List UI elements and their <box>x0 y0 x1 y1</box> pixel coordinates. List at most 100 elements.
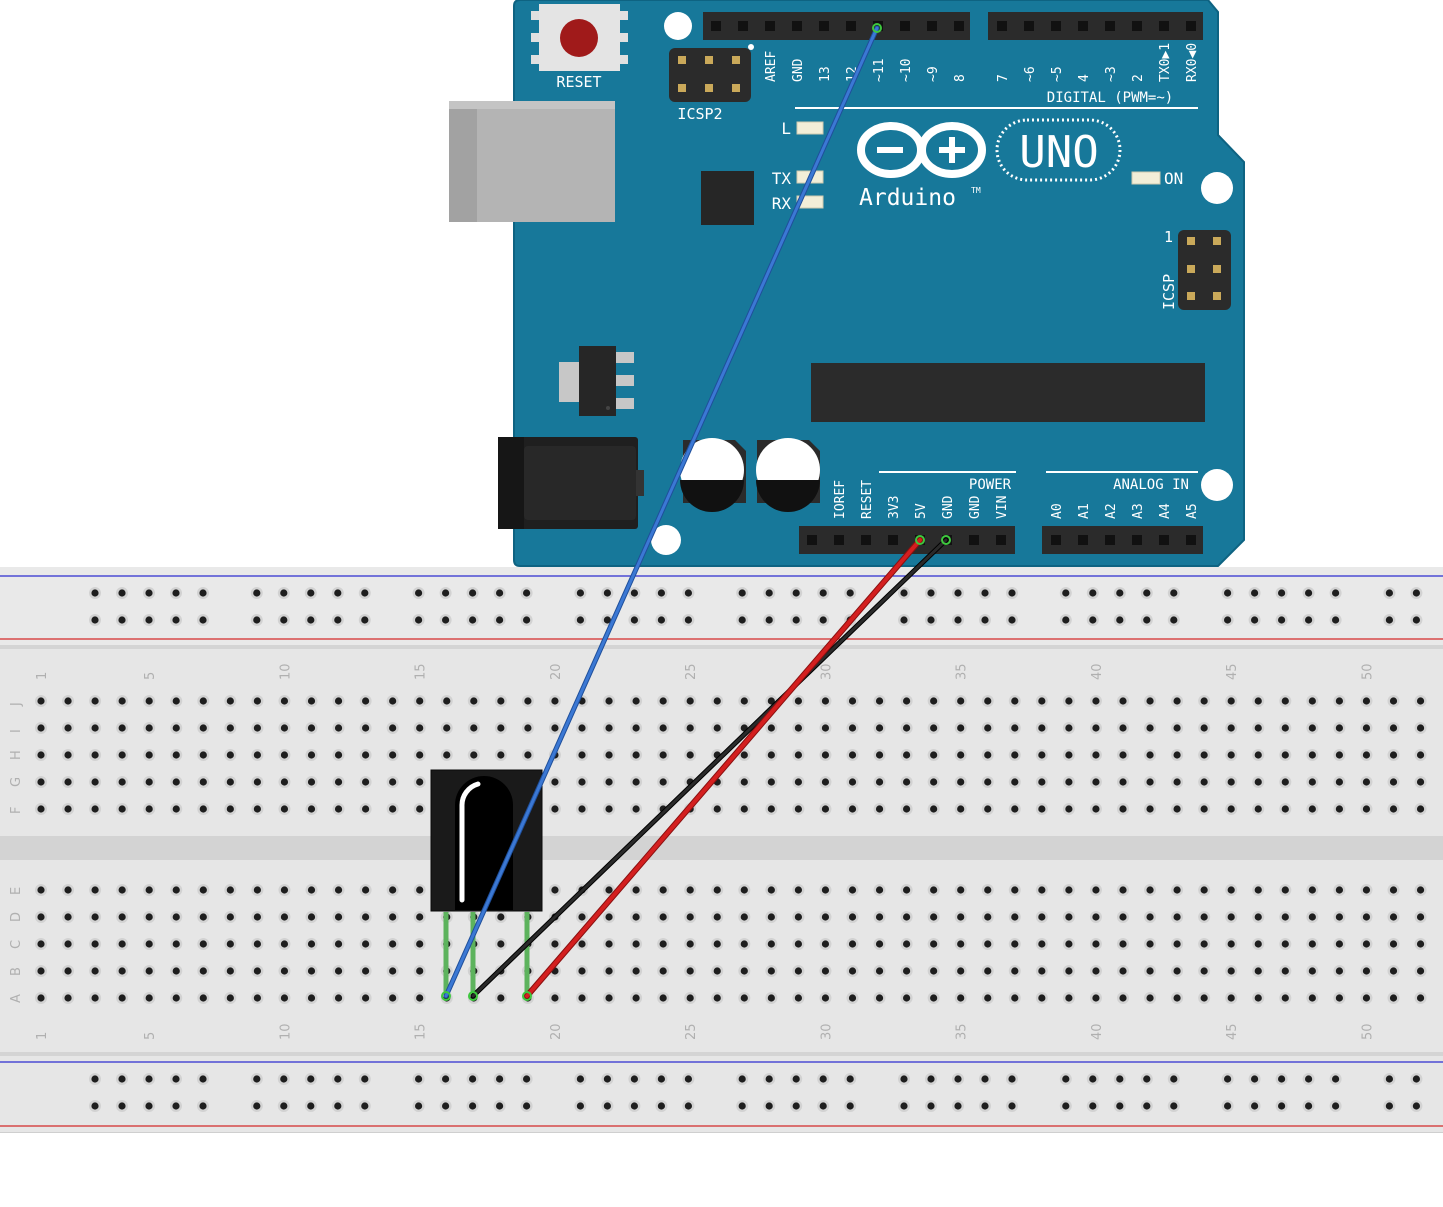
breadboard-hole[interactable] <box>494 749 507 761</box>
breadboard-hole[interactable] <box>819 803 832 815</box>
breadboard-hole[interactable] <box>765 749 778 761</box>
breadboard-hole[interactable] <box>657 722 670 734</box>
breadboard-hole[interactable] <box>197 911 210 923</box>
breadboard-hole[interactable] <box>846 722 859 734</box>
breadboard-hole[interactable] <box>1360 884 1373 896</box>
breadboard-hole[interactable] <box>1171 938 1184 950</box>
breadboard-hole[interactable] <box>1387 722 1400 734</box>
breadboard-hole[interactable] <box>143 1073 155 1085</box>
breadboard-hole[interactable] <box>603 992 616 1004</box>
breadboard-hole[interactable] <box>792 695 805 707</box>
breadboard-hole[interactable] <box>873 803 886 815</box>
breadboard-hole[interactable] <box>170 1073 182 1085</box>
breadboard-hole[interactable] <box>1086 614 1099 626</box>
breadboard-hole[interactable] <box>62 911 75 923</box>
breadboard-hole[interactable] <box>1275 587 1288 599</box>
breadboard-hole[interactable] <box>277 1100 290 1112</box>
breadboard-hole[interactable] <box>630 965 643 977</box>
breadboard-hole[interactable] <box>116 938 129 950</box>
breadboard-hole[interactable] <box>1410 614 1423 626</box>
breadboard-hole[interactable] <box>873 992 886 1004</box>
breadboard-hole[interactable] <box>359 749 372 761</box>
breadboard-hole[interactable] <box>1117 884 1129 896</box>
header-pin-hole[interactable] <box>927 21 937 31</box>
breadboard-hole[interactable] <box>981 803 994 815</box>
breadboard-hole[interactable] <box>1279 911 1292 923</box>
breadboard-hole[interactable] <box>738 992 751 1004</box>
header-pin-hole[interactable] <box>819 21 829 31</box>
header-pin-hole[interactable] <box>1078 21 1088 31</box>
breadboard-hole[interactable] <box>574 587 587 599</box>
breadboard-hole[interactable] <box>952 1100 964 1112</box>
breadboard-hole[interactable] <box>170 749 183 761</box>
breadboard-hole[interactable] <box>898 1100 910 1112</box>
header-pin-hole[interactable] <box>861 535 871 545</box>
breadboard-hole[interactable] <box>846 776 859 788</box>
breadboard-hole[interactable] <box>1089 722 1102 734</box>
breadboard-hole[interactable] <box>792 776 805 788</box>
breadboard-hole[interactable] <box>738 911 751 923</box>
breadboard-hole[interactable] <box>170 884 183 896</box>
breadboard-hole[interactable] <box>765 938 778 950</box>
breadboard-hole[interactable] <box>548 803 561 815</box>
header-pin-hole[interactable] <box>954 21 964 31</box>
breadboard-hole[interactable] <box>1306 803 1319 815</box>
breadboard-hole[interactable] <box>1008 992 1021 1004</box>
breadboard-hole[interactable] <box>170 614 182 626</box>
breadboard-hole[interactable] <box>1008 911 1021 923</box>
breadboard-hole[interactable] <box>1225 938 1238 950</box>
breadboard-hole[interactable] <box>1062 776 1075 788</box>
breadboard-hole[interactable] <box>197 722 210 734</box>
breadboard-hole[interactable] <box>89 911 102 923</box>
breadboard-hole[interactable] <box>359 884 372 896</box>
breadboard-hole[interactable] <box>520 587 533 599</box>
breadboard-hole[interactable] <box>305 938 318 950</box>
breadboard-hole[interactable] <box>116 1100 128 1112</box>
breadboard-hole[interactable] <box>1333 965 1346 977</box>
breadboard-hole[interactable] <box>494 722 507 734</box>
breadboard-hole[interactable] <box>1302 587 1315 599</box>
breadboard-hole[interactable] <box>657 911 670 923</box>
breadboard-hole[interactable] <box>765 992 778 1004</box>
breadboard-hole[interactable] <box>1414 695 1427 707</box>
breadboard-hole[interactable] <box>1387 911 1400 923</box>
breadboard-hole[interactable] <box>682 1073 695 1085</box>
breadboard-hole[interactable] <box>765 965 778 977</box>
breadboard-hole[interactable] <box>1006 614 1018 626</box>
breadboard-hole[interactable] <box>143 614 155 626</box>
breadboard-hole[interactable] <box>1198 749 1211 761</box>
breadboard-hole[interactable] <box>1387 965 1400 977</box>
breadboard-hole[interactable] <box>765 776 778 788</box>
breadboard-hole[interactable] <box>116 749 129 761</box>
breadboard-hole[interactable] <box>224 749 237 761</box>
breadboard-hole[interactable] <box>386 911 399 923</box>
breadboard-hole[interactable] <box>1062 722 1075 734</box>
breadboard-hole[interactable] <box>1329 587 1342 599</box>
breadboard-hole[interactable] <box>927 992 940 1004</box>
breadboard-hole[interactable] <box>846 911 859 923</box>
breadboard-hole[interactable] <box>386 776 399 788</box>
breadboard-hole[interactable] <box>224 938 237 950</box>
breadboard-hole[interactable] <box>1225 695 1238 707</box>
breadboard-hole[interactable] <box>711 803 724 815</box>
breadboard-hole[interactable] <box>116 722 129 734</box>
breadboard-hole[interactable] <box>1117 803 1129 815</box>
breadboard-hole[interactable] <box>331 1073 344 1085</box>
breadboard-hole[interactable] <box>1414 803 1427 815</box>
breadboard-hole[interactable] <box>1059 1100 1072 1112</box>
breadboard-hole[interactable] <box>359 938 372 950</box>
breadboard-hole[interactable] <box>520 614 533 626</box>
breadboard-hole[interactable] <box>1387 749 1400 761</box>
breadboard-hole[interactable] <box>143 1100 155 1112</box>
breadboard-hole[interactable] <box>197 884 210 896</box>
breadboard-hole[interactable] <box>1302 614 1315 626</box>
breadboard-hole[interactable] <box>197 1073 209 1085</box>
breadboard-hole[interactable] <box>305 911 318 923</box>
breadboard-hole[interactable] <box>1252 776 1265 788</box>
wire-5v[interactable] <box>525 538 922 998</box>
breadboard-hole[interactable] <box>1035 695 1048 707</box>
breadboard-hole[interactable] <box>900 776 913 788</box>
breadboard-hole[interactable] <box>819 884 832 896</box>
breadboard-hole[interactable] <box>1171 911 1184 923</box>
breadboard-hole[interactable] <box>278 776 291 788</box>
